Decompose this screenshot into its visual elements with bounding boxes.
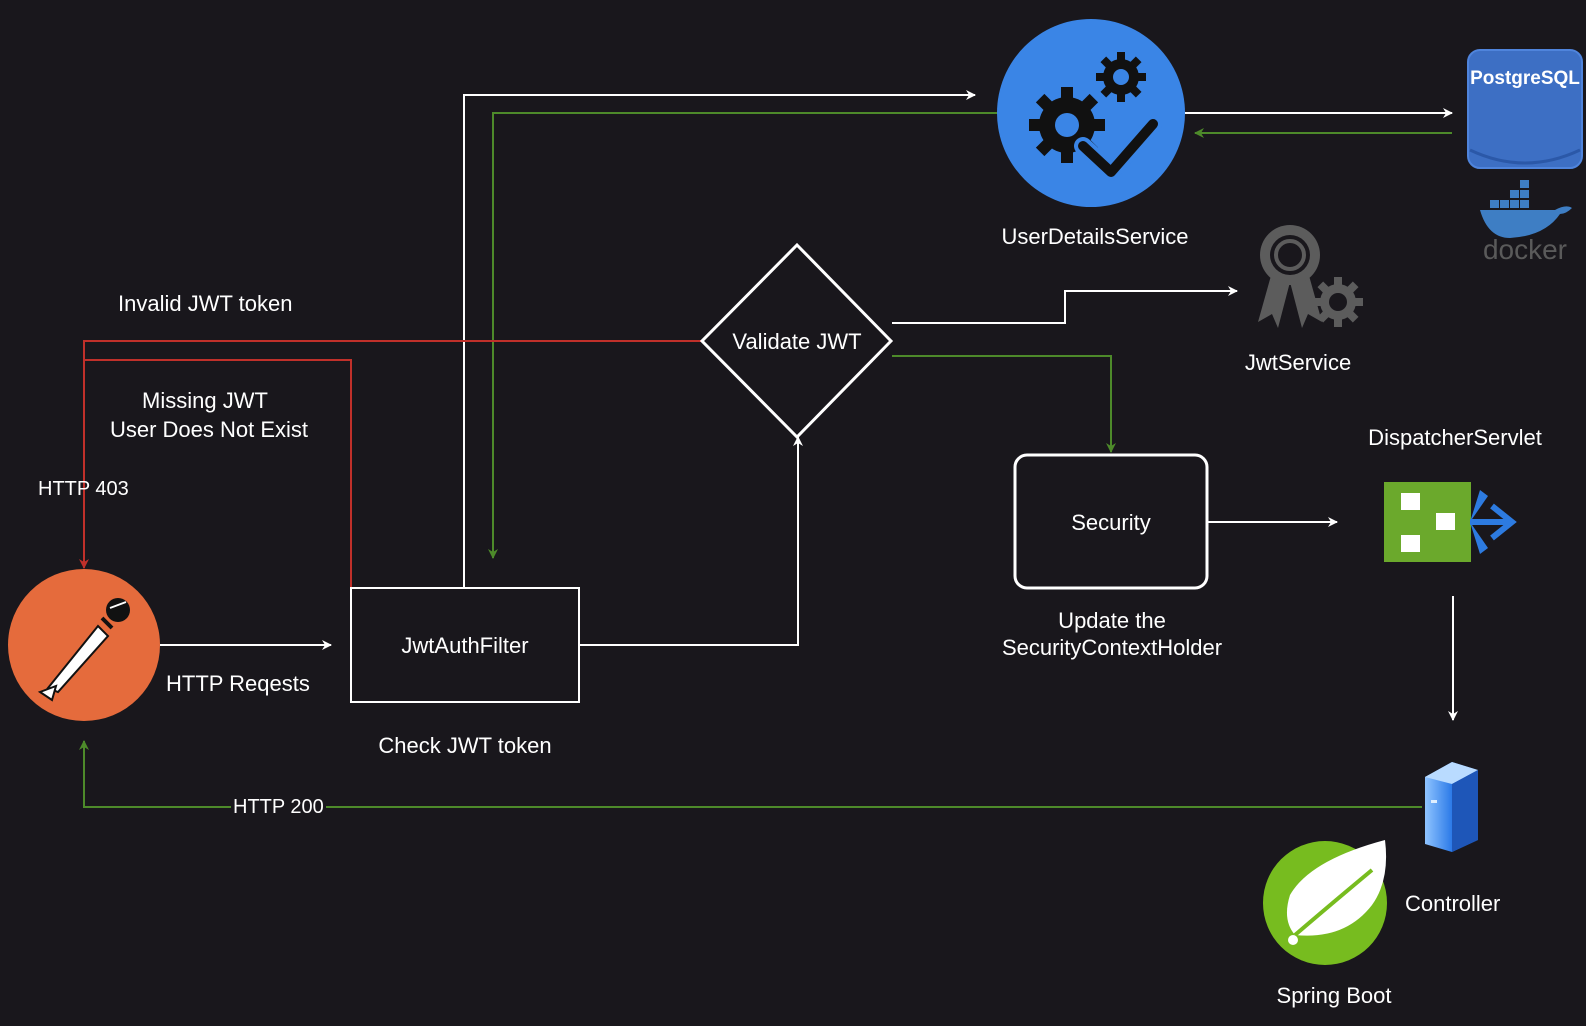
http-403-label: HTTP 403 xyxy=(38,478,129,500)
dispatcher-servlet-label: DispatcherServlet xyxy=(1368,425,1542,450)
server-icon xyxy=(1425,762,1478,852)
edge-http-200 xyxy=(79,740,1422,808)
user-not-exist-label: User Does Not Exist xyxy=(109,417,309,442)
check-jwt-label: Check JWT token xyxy=(378,733,552,758)
controller-label: Controller xyxy=(1405,891,1501,916)
edge-filter-to-userdetails xyxy=(463,90,976,588)
jwt-service-label: JwtService xyxy=(1244,350,1352,375)
postgresql-label: PostgreSQL xyxy=(1470,68,1580,89)
gears-check-icon xyxy=(997,19,1185,207)
update-the-label: Update the xyxy=(1058,608,1166,633)
docker-icon: docker xyxy=(1480,180,1572,265)
http-requests-label: HTTP Reqests xyxy=(166,671,310,696)
edge-invalid-jwt xyxy=(79,340,702,569)
docker-label: docker xyxy=(1483,234,1567,265)
edge-validate-to-jwtservice xyxy=(892,286,1238,324)
security-box: Security xyxy=(1013,453,1209,590)
jwt-auth-filter-box: JwtAuthFilter xyxy=(350,587,580,703)
user-details-service-label: UserDetailsService xyxy=(1001,224,1189,249)
security-label: Security xyxy=(1071,510,1150,535)
edge-missing-jwt xyxy=(84,359,352,588)
validate-jwt-decision: Validate JWT xyxy=(699,242,894,440)
validate-jwt-label: Validate JWT xyxy=(732,329,861,354)
database-icon: PostgreSQL xyxy=(1467,49,1583,169)
edge-validate-to-security xyxy=(892,355,1116,453)
jwt-auth-filter-label: JwtAuthFilter xyxy=(401,633,528,658)
certificate-gear-icon xyxy=(1258,225,1363,328)
missing-jwt-label: Missing JWT xyxy=(142,388,268,413)
spring-boot-label: Spring Boot xyxy=(1276,983,1392,1008)
edge-userdetails-to-filter xyxy=(488,112,998,559)
invalid-jwt-label: Invalid JWT token xyxy=(118,291,293,316)
edge-filter-to-validate xyxy=(580,436,803,646)
http-200-label: HTTP 200 xyxy=(231,795,326,820)
postman-icon xyxy=(8,569,160,721)
spring-leaf-icon xyxy=(1263,840,1387,965)
dispatcher-icon xyxy=(1384,482,1517,562)
security-context-holder-label: SecurityContextHolder xyxy=(1001,635,1223,660)
